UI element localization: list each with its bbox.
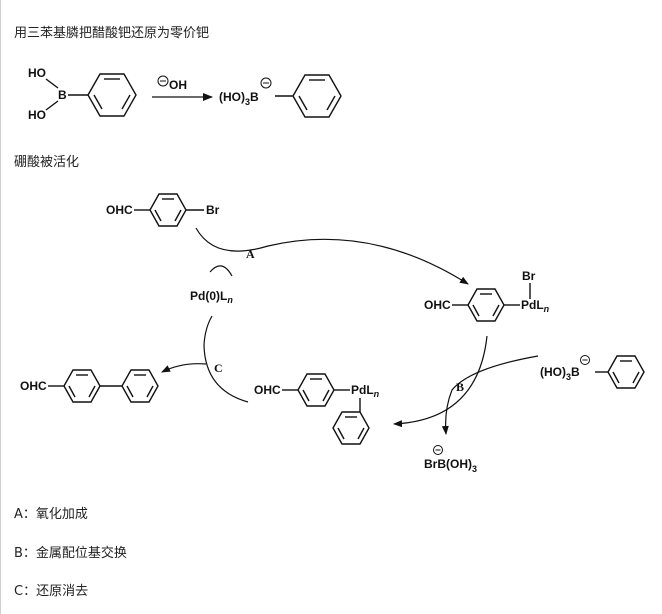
svg-text:BrB(OH)3: BrB(OH)3 bbox=[424, 457, 477, 474]
intro-text: 用三苯基膦把醋酸钯还原为零价钯 bbox=[14, 26, 210, 41]
byproduct-borate: BrB(OH)3 bbox=[424, 445, 477, 474]
borate-label: (HO)3B bbox=[219, 90, 259, 107]
oxidative-addition-arrow bbox=[195, 227, 469, 285]
transmetalation-complex: OHC PdLn bbox=[254, 373, 380, 445]
oxidative-addition-complex: Br OHC PdLn bbox=[424, 269, 550, 322]
svg-text:Br: Br bbox=[206, 203, 220, 217]
aryl-bromide: OHC Br bbox=[106, 193, 220, 227]
step-c-label: C bbox=[214, 361, 223, 375]
biaryl-product: OHC bbox=[20, 369, 159, 403]
cycle-return-arc bbox=[203, 315, 249, 403]
svg-text:(HO)3B: (HO)3B bbox=[540, 365, 580, 382]
answer-a-text: A：氧化加成 bbox=[14, 507, 88, 522]
answer-b-text: B：金属配位基交换 bbox=[14, 546, 127, 561]
ho-top-label: HO bbox=[28, 66, 46, 80]
reagent-hydroxide: OH bbox=[157, 75, 187, 92]
answer-c-text: C：还原消去 bbox=[14, 584, 89, 599]
svg-text:OH: OH bbox=[169, 78, 187, 92]
step-b-label: B bbox=[456, 380, 464, 394]
svg-text:OHC: OHC bbox=[254, 383, 281, 397]
left-border bbox=[0, 0, 1, 614]
svg-text:OHC: OHC bbox=[106, 203, 133, 217]
svg-text:PdLn: PdLn bbox=[351, 383, 380, 399]
svg-text:OHC: OHC bbox=[424, 298, 451, 312]
reductive-elimination-arrow bbox=[161, 363, 207, 373]
transmetalation-arrow bbox=[393, 335, 488, 428]
phenyl-ring bbox=[87, 73, 137, 117]
pd0-catalyst: Pd(0)Ln bbox=[190, 289, 233, 305]
step-a-label: A bbox=[246, 247, 255, 261]
cycle-link-arc bbox=[209, 265, 233, 277]
boronic-acid-activation-scheme: HO HO B OH (HO)3B bbox=[28, 66, 342, 122]
svg-text:PdLn: PdLn bbox=[521, 298, 550, 314]
svg-text:OHC: OHC bbox=[20, 379, 47, 393]
ho-bottom-label: HO bbox=[28, 108, 46, 122]
suzuki-catalytic-cycle: OHC Br A Pd(0)Ln Br OHC PdLn B (HO)3B bbox=[20, 193, 645, 474]
boron-label: B bbox=[58, 88, 67, 102]
borate-incoming-arrow bbox=[441, 355, 539, 435]
phenyl-ring bbox=[292, 74, 342, 118]
svg-text:Br: Br bbox=[522, 269, 536, 283]
activation-text: 硼酸被活化 bbox=[14, 155, 80, 170]
aryl-borate: (HO)3B bbox=[540, 355, 645, 389]
borate-charge bbox=[260, 77, 272, 89]
